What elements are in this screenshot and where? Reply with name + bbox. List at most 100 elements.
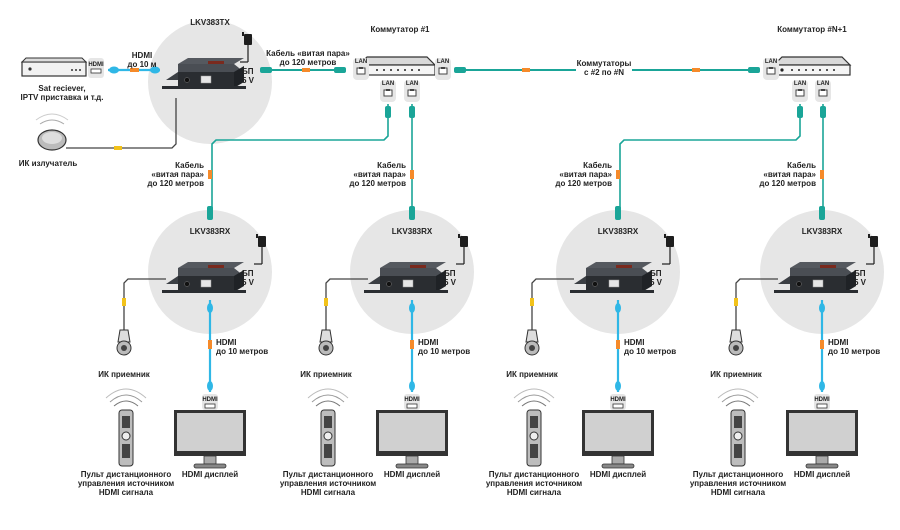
ir-receiver-icon [318,329,334,356]
hdmi-cable-label-line2: до 10 метров [624,347,676,356]
remote-label-line2: управления источником [486,479,582,488]
branch-cable-label-line1: Кабель [377,161,406,170]
ir-receiver-label: ИК приемник [506,370,559,379]
hdmi-connector-icon [819,303,825,313]
hdmi-connector-icon [615,303,621,313]
hdmi-display-icon [581,409,655,469]
hdmi-port-icon [612,403,624,409]
branch-cables [211,104,826,212]
display-port-label: HDMI [404,397,420,403]
branch-cable-label-line2: «витая пара» [353,170,406,179]
cable-marker [616,170,620,179]
branch-cable-label-line1: Кабель [175,161,204,170]
remote-label-line3: HDMI сигнала [711,488,766,497]
receiver-model: LKV383RX [598,227,639,236]
display-label: HDMI дисплей [384,470,440,479]
psu-label-line2: 5 V [444,278,457,287]
transmitter-model: LKV383TX [190,18,230,27]
remote-control-icon [105,388,147,467]
tx-cable-label-line1: Кабель «витая пара» [266,49,350,58]
remote-label-line2: управления источником [280,479,376,488]
display-label: HDMI дисплей [794,470,850,479]
hdmi-port-icon [816,403,828,409]
rj45-connector-icon [207,206,213,220]
ir-emitter-icon [35,113,69,151]
cable-marker [820,340,824,349]
receiver-unit-3: Кабель«витая пара»до 120 метровLKV383RXБ… [486,161,680,497]
cable-marker [616,340,620,349]
remote-control-icon [307,388,349,467]
switchN-device [773,56,851,76]
remote-label-line3: HDMI сигнала [99,488,154,497]
hdmi-cable-label-line1: HDMI [624,338,644,347]
ir-cable-marker [734,298,738,306]
display-label: HDMI дисплей [182,470,238,479]
source-device [20,57,104,78]
tx-cable-label-line2: до 120 метров [280,58,337,67]
switch-chain-label-line1: Коммутаторы [577,59,632,68]
ir-receiver-label: ИК приемник [300,370,353,379]
ir-emitter-cable [66,98,177,150]
source-hdmi-cable [108,66,160,74]
source-label-line1: Sat reciever, [38,84,85,93]
remote-label-line2: управления источником [690,479,786,488]
remote-label-line1: Пульт дистанционного [81,470,172,479]
ir-cable-marker [122,298,126,306]
tx-psu-label-line1: БП [242,67,254,76]
rj45-connector-icon [615,206,621,220]
hdmi-connector-icon [615,381,621,391]
display-port-label: HDMI [814,397,830,403]
remote-label-line1: Пульт дистанционного [489,470,580,479]
branch-cable-label-line1: Кабель [787,161,816,170]
branch-cable-label-line1: Кабель [583,161,612,170]
receiver-model: LKV383RX [190,227,231,236]
switch1-port-label-down1: LAN [382,81,394,87]
remote-label-line2: управления источником [78,479,174,488]
switchN-port-label-left: LAN [765,59,777,65]
remote-control-icon [513,388,555,467]
hdmi-port-icon [406,403,418,409]
psu-label-line1: БП [854,269,866,278]
ir-receiver-icon [116,329,132,356]
hdmi-cable-label-line1: HDMI [828,338,848,347]
cable-marker [410,170,414,179]
tx-psu-label-line2: 5 V [242,76,255,85]
hdmi-cable-label-line2: до 10 метров [828,347,880,356]
psu-label-line1: БП [242,269,254,278]
cable-marker [410,340,414,349]
tx-twisted-pair-cable [260,67,346,73]
ir-cable [735,278,778,330]
switch1-port-label-down2: LAN [406,81,418,87]
switch1-port-label-left: LAN [355,59,367,65]
receiver-model: LKV383RX [392,227,433,236]
switch-chain-cable [454,67,760,73]
hdmi-cable-label-line1: HDMI [418,338,438,347]
cable-marker [820,170,824,179]
hdmi-cable-label-line1: HDMI [216,338,236,347]
hdmi-display-icon [375,409,449,469]
hdmi-cable-label-line2: до 10 метров [216,347,268,356]
remote-label-line1: Пульт дистанционного [283,470,374,479]
ir-cable [325,278,368,330]
switchN-port-label-down1: LAN [794,81,806,87]
switchN-title: Коммутатор #N+1 [777,25,847,34]
hdmi-connector-icon [409,381,415,391]
hdmi-display-icon [173,409,247,469]
ir-emitter-label: ИК излучатель [19,159,78,168]
hdmi-cable-label-line2: до 10 метров [418,347,470,356]
switch1-device [358,56,436,76]
psu-label-line1: БП [444,269,456,278]
psu-label-line1: БП [650,269,662,278]
hdmi-connector-icon [207,381,213,391]
ir-cable-marker [530,298,534,306]
display-label: HDMI дисплей [590,470,646,479]
switchN-port-label-down2: LAN [817,81,829,87]
ir-cable [531,278,574,330]
ir-cable-marker [324,298,328,306]
hdmi-connector-icon [207,303,213,313]
remote-label-line3: HDMI сигнала [301,488,356,497]
hdmi-connector-icon [409,303,415,313]
display-port-label: HDMI [610,397,626,403]
source-label-line2: IPTV приставка и т.д. [21,93,104,102]
